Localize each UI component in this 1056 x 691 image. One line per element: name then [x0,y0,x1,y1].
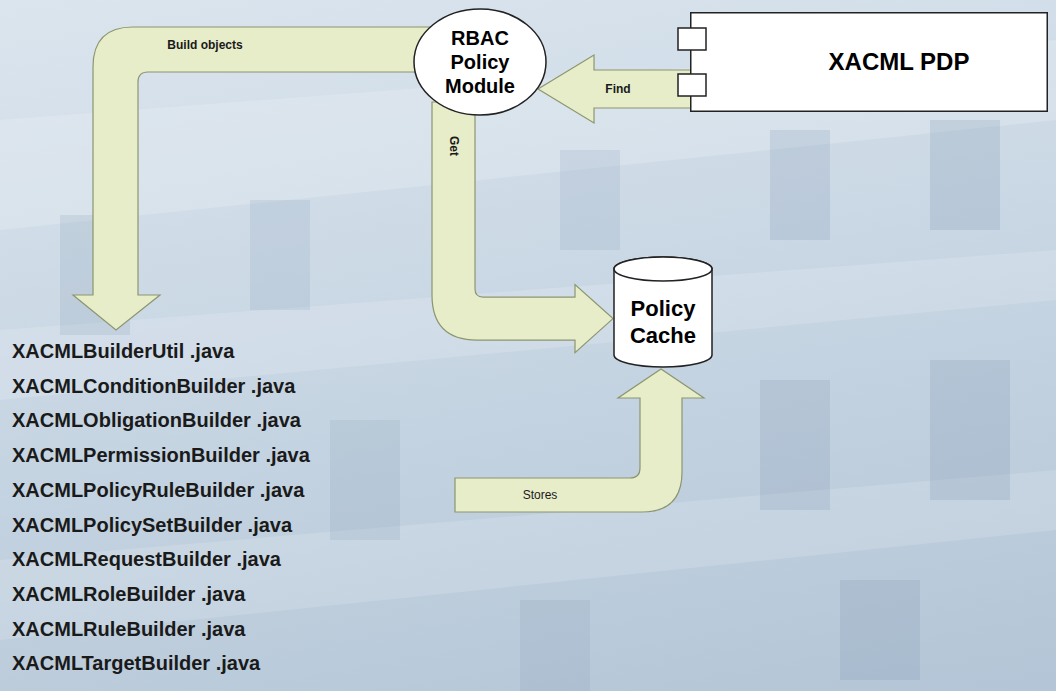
node-text: RBAC Policy Module [430,26,530,98]
arrow-label: Build objects [167,38,242,52]
file-name: XACMLRuleBuilder .java [12,618,245,641]
file-name: XACMLRequestBuilder .java [12,548,281,571]
module-ellipse: RBAC Policy Module [413,8,547,116]
file-name: XACMLBuilderUtil .java [12,340,234,363]
arrow-label: Stores [523,488,558,502]
block-arrow [538,55,693,123]
file-name: XACMLPermissionBuilder .java [12,444,310,467]
file-name: XACMLTargetBuilder .java [12,652,260,675]
stores-arrow [455,369,704,512]
block-arrow [432,102,613,353]
node-text: XACML PDP [829,48,970,76]
file-name: XACMLPolicySetBuilder .java [12,514,292,537]
build-arrow [73,27,450,330]
file-name: XACMLPolicyRuleBuilder .java [12,479,304,502]
cache-cylinder: Policy Cache [613,257,713,367]
file-name: XACMLObligationBuilder .java [12,409,301,432]
edge-label: Get [447,136,461,156]
file-name: XACMLRoleBuilder .java [12,583,245,606]
file-name: XACMLConditionBuilder .java [12,375,295,398]
node-text: Policy Cache [618,295,708,349]
component-box: XACML PDP [690,12,1048,112]
edge-label: Find [605,82,630,96]
